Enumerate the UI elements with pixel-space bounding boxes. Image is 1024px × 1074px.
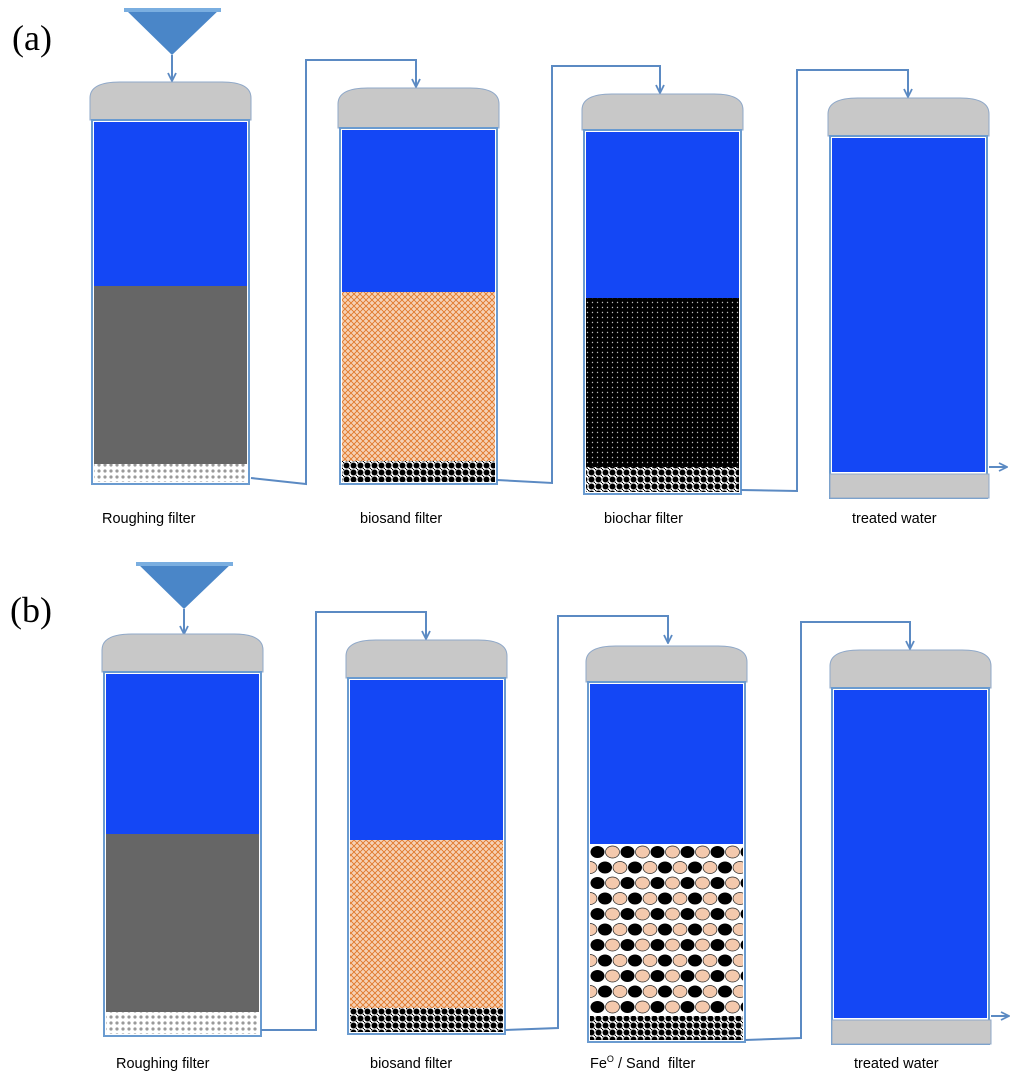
panel-b-label: (b) (10, 590, 52, 630)
pipe-1 (261, 611, 426, 1031)
water-layer (342, 130, 495, 292)
pipe-1 (250, 59, 416, 486)
gravel-layer (106, 834, 259, 1012)
biosand-filter-label: biosand filter (370, 1056, 452, 1072)
fine-media-layer (106, 1012, 259, 1034)
water-layer (832, 138, 985, 472)
water-layer (94, 122, 247, 286)
biochar-filter-column (581, 93, 744, 495)
sand-layer (350, 840, 503, 1008)
gravel-layer (94, 286, 247, 464)
pipe-2 (504, 615, 668, 1031)
treated-water-label: treated water (852, 511, 937, 527)
treated-water-label: treated water (854, 1056, 939, 1072)
gravel-base-layer (342, 461, 495, 482)
pipe-3 (740, 69, 908, 493)
fine-media-layer (94, 464, 247, 482)
outlet-base (829, 473, 990, 499)
pipe-3 (744, 621, 910, 1041)
funnel-icon (136, 562, 233, 633)
biosand-filter-column (345, 639, 508, 1035)
biochar-filter-label: biochar filter (604, 511, 683, 527)
sand-layer (342, 292, 495, 461)
water-layer (834, 690, 987, 1018)
fe-sand-filter-label: FeO / Sand filter (590, 1054, 696, 1072)
biosand-filter-label: biosand filter (360, 511, 442, 527)
water-layer (586, 132, 739, 298)
panel-b: (b) Roughing filter biosand filter (10, 562, 1008, 1072)
treated-water-column (827, 97, 990, 499)
gravel-base-layer (586, 467, 739, 492)
water-layer (590, 684, 743, 844)
funnel-icon (124, 8, 221, 80)
gravel-base-layer (350, 1008, 503, 1032)
pipe-2 (496, 65, 660, 485)
fe-sand-filter-column (585, 645, 748, 1043)
outlet-base (831, 1019, 992, 1045)
biochar-layer (586, 298, 739, 467)
gravel-base-layer (590, 1016, 743, 1040)
fe-sand-layer (590, 844, 743, 1016)
treated-water-column (829, 649, 992, 1045)
panel-a-label: (a) (12, 18, 52, 58)
biosand-filter-column (337, 87, 500, 485)
roughing-filter-column (101, 633, 264, 1037)
roughing-filter-label: Roughing filter (102, 511, 196, 527)
roughing-filter-column (89, 81, 252, 485)
water-layer (106, 674, 259, 834)
water-layer (350, 680, 503, 840)
panel-a: (a) Roughing filter biosand filter (12, 8, 1006, 527)
roughing-filter-label: Roughing filter (116, 1056, 210, 1072)
